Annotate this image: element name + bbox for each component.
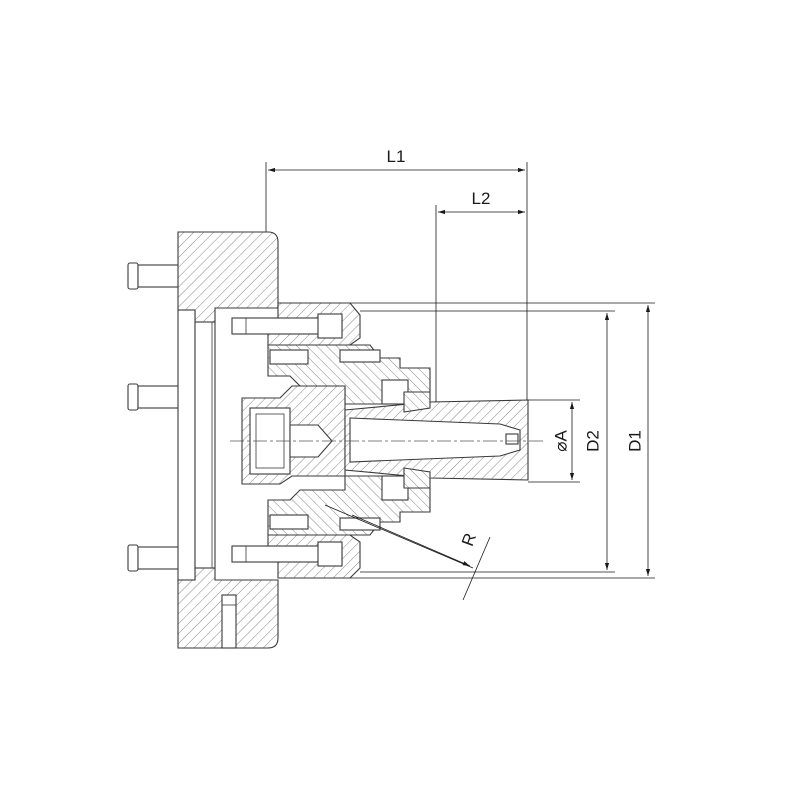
- outer-body: [231, 302, 361, 579]
- label-L2: L2: [472, 189, 491, 208]
- label-D1: D1: [625, 430, 644, 452]
- label-D2: D2: [583, 430, 602, 452]
- label-R: R: [458, 531, 480, 549]
- dimension-L1: L1: [265, 147, 528, 400]
- dimension-D1: D1: [350, 302, 655, 579]
- label-L1: L1: [387, 147, 406, 166]
- dimension-A: ⌀A: [528, 399, 580, 483]
- mounting-bolts: [127, 262, 181, 572]
- drawbar: [241, 385, 346, 485]
- dimension-L2: L2: [435, 189, 525, 402]
- dimension-D2: D2: [360, 310, 615, 573]
- clamp-housing: [267, 344, 431, 536]
- dimension-R: R: [324, 504, 491, 601]
- collet-holder: [344, 391, 529, 489]
- label-A: ⌀A: [551, 430, 570, 452]
- flange-plate: [177, 231, 279, 649]
